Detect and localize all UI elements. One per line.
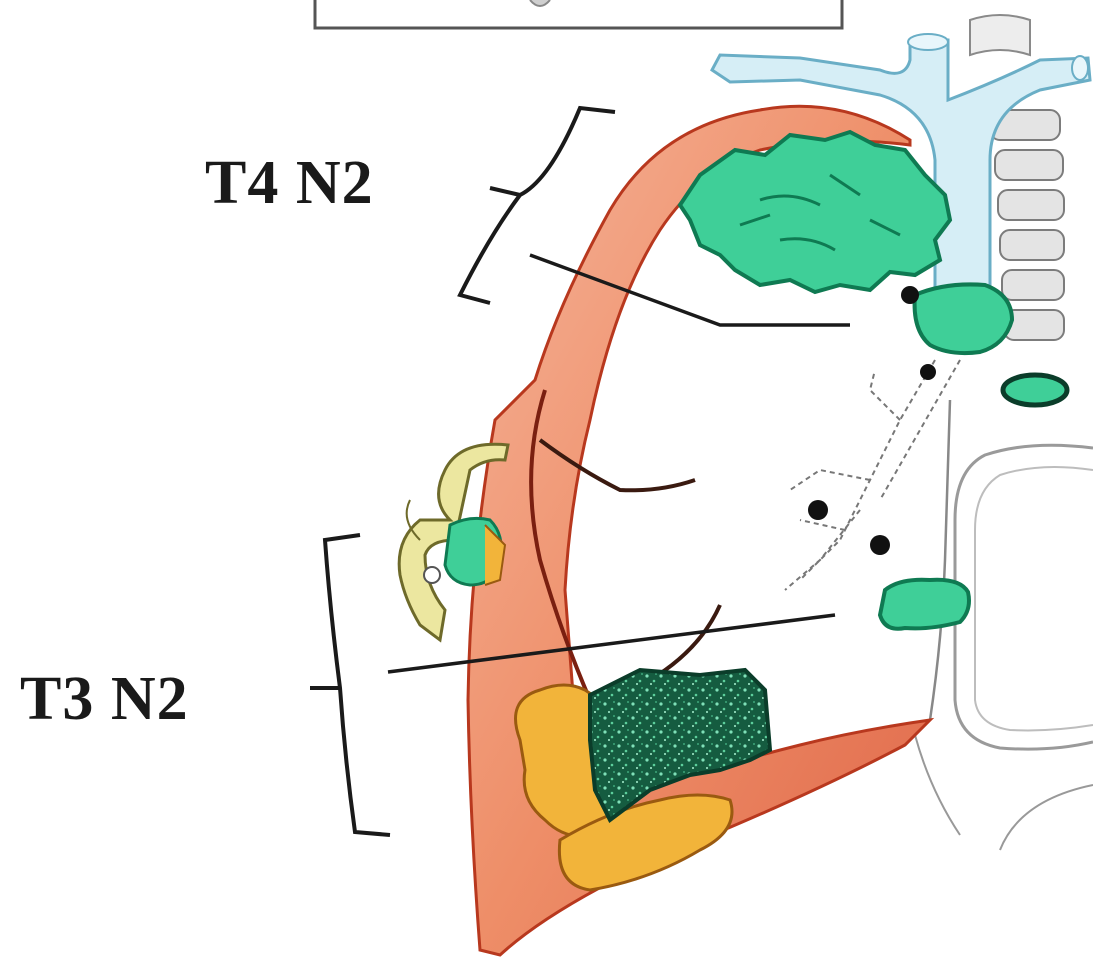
bronchial-tree [785, 360, 960, 590]
lower-bracket [310, 535, 390, 835]
t3-n2-label: T3 N2 [20, 668, 189, 730]
contralateral-lung-outline [955, 445, 1093, 749]
top-box-edge [315, 0, 842, 28]
hilar-node-upper [915, 284, 1012, 353]
t4-n2-label: T4 N2 [205, 152, 374, 214]
contralateral-node [1003, 375, 1067, 405]
paratracheal-node-lower [880, 580, 969, 629]
chest-wall-nodule [445, 518, 505, 585]
